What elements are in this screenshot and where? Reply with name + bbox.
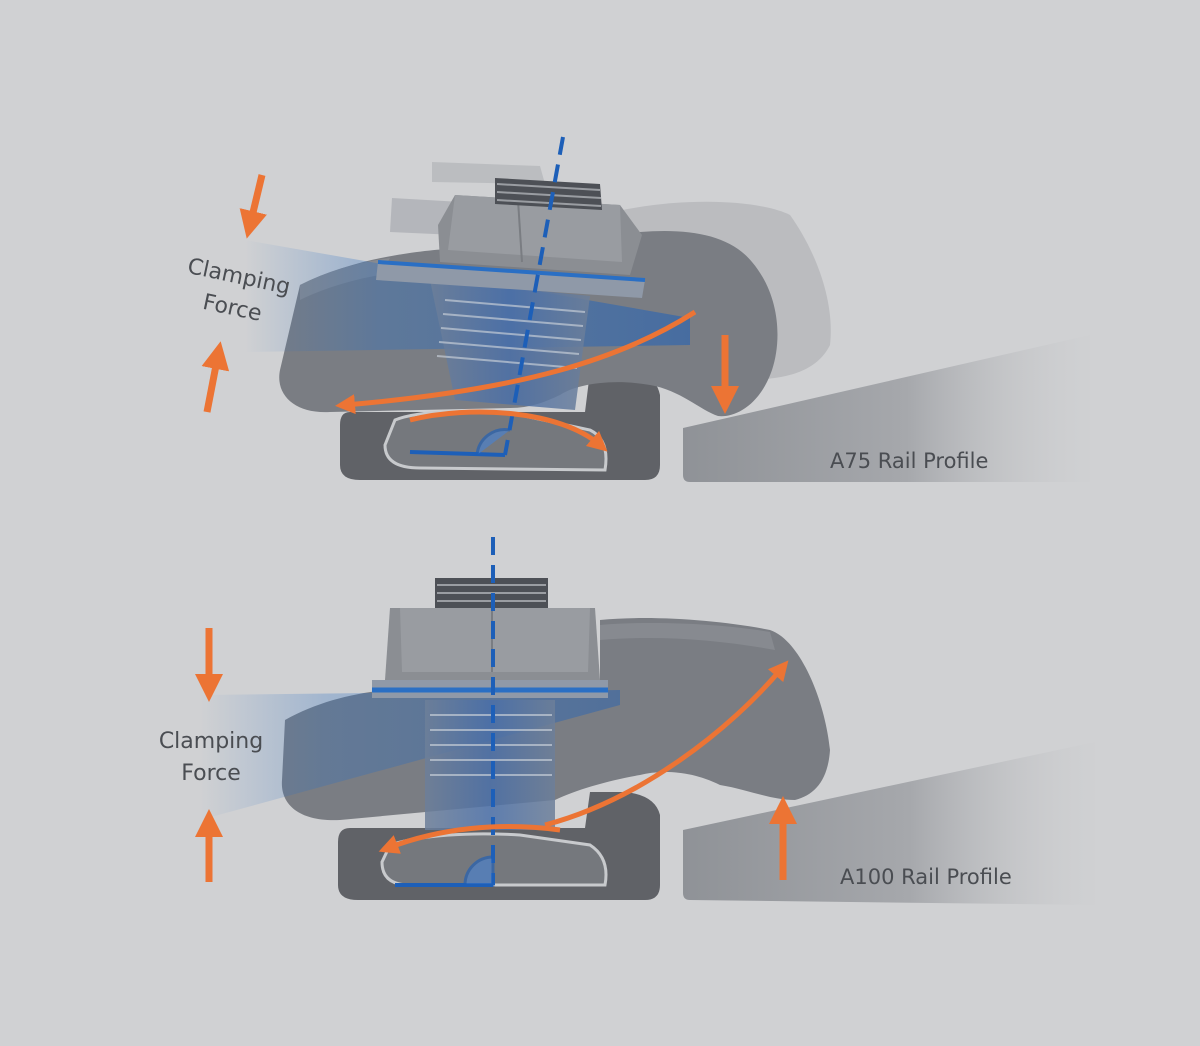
bottom-tilt-arrow bbox=[378, 824, 561, 854]
top-tilt-arrow bbox=[409, 409, 608, 452]
top-clamp-up-arrow-icon bbox=[201, 341, 230, 413]
bottom-right-angle-icon bbox=[463, 855, 495, 887]
bottom-clamp-assembly bbox=[200, 537, 1095, 905]
top-rail-label: A75 Rail Profile bbox=[830, 449, 988, 473]
top-clamp-down-arrow-icon bbox=[239, 174, 267, 239]
bottom-rail-label: A100 Rail Profile bbox=[840, 865, 1012, 889]
bottom-rotation-arrow bbox=[544, 660, 789, 828]
bottom-bolt-shank bbox=[425, 700, 555, 830]
top-clamp-assembly bbox=[245, 136, 1090, 482]
top-right-angle-icon bbox=[475, 428, 511, 456]
top-bolt-shank bbox=[430, 280, 590, 410]
top-bolt-axis bbox=[503, 136, 565, 456]
top-washer bbox=[376, 262, 645, 298]
top-rail-profile bbox=[683, 335, 1090, 482]
bottom-clamping-label-line2: Force bbox=[181, 761, 241, 786]
bottom-clamping-label-line1: Clamping bbox=[159, 729, 263, 754]
top-rotation-arrow bbox=[335, 309, 697, 415]
